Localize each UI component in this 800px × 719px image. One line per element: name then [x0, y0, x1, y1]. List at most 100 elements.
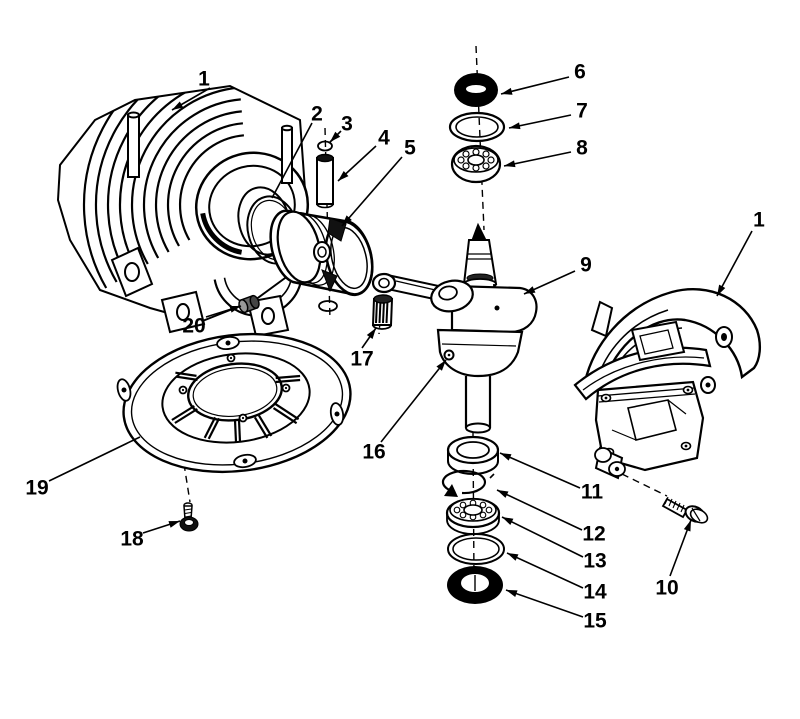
callout-plate-screw: 18 [120, 520, 181, 551]
leader-arrowhead-lower-oil-seal [506, 590, 518, 597]
leader-arrowhead-dowel-pin [229, 305, 241, 313]
leader-line-upper-bearing [503, 151, 572, 167]
callout-upper-oil-seal: 6 [500, 61, 586, 95]
bore-shadow [200, 212, 243, 255]
leader-arrowhead-check-ball [436, 360, 446, 371]
bolt-threads [664, 496, 685, 513]
callout-label-wrist-pin-circlip: 3 [341, 113, 353, 136]
snap-ring-drawing [441, 469, 495, 497]
upper-seal-drawing [454, 73, 498, 107]
leader-arrowhead-lower-bearing [502, 517, 514, 526]
leader-line-piston-rings [271, 122, 313, 199]
piston-shadow-bottom [321, 269, 338, 293]
callout-check-ball: 16 [362, 359, 447, 464]
leader-line-lower-oil-seal [505, 589, 584, 618]
callout-label-lower-oil-seal: 15 [583, 610, 607, 633]
callout-label-crankcase-half: 1 [753, 209, 765, 232]
leader-arrowhead-piston [342, 215, 352, 226]
leader-arrowhead-crankcase-half [717, 284, 726, 296]
leader-line-upper-oil-seal [500, 76, 570, 95]
needle-rollers [375, 300, 389, 324]
piston-shadow-top [327, 217, 347, 242]
snap-ring-tab [444, 484, 458, 497]
shroud-tab [590, 300, 614, 338]
leader-line-crankcase-half [716, 230, 753, 297]
callout-crankcase-half: 1 [716, 209, 765, 297]
callout-snap-ring: 12 [496, 489, 606, 546]
lower-bearing-drawing [445, 497, 501, 535]
callout-lower-oil-seal: 15 [505, 589, 607, 633]
wrist-pin-boss [313, 241, 331, 263]
shroud-band [573, 346, 712, 401]
plate-rim-tabs [116, 335, 345, 469]
callout-label-snap-ring: 12 [582, 523, 605, 546]
leader-line-lower-bearing [501, 516, 584, 558]
callout-lower-collar: 11 [499, 452, 603, 504]
crankcase-body [594, 380, 705, 472]
callout-crankshaft: 9 [523, 254, 592, 295]
leader-arrowhead-upper-bearing [504, 160, 516, 168]
bolt-centerline [621, 473, 668, 497]
callout-upper-o-ring: 7 [508, 100, 588, 130]
intake-flange [630, 320, 686, 362]
bottom-circlip [318, 300, 338, 312]
callout-label-upper-bearing: 8 [576, 137, 588, 160]
callout-label-needle-bearing-cage: 17 [350, 348, 373, 371]
callout-label-upper-o-ring: 7 [576, 100, 588, 123]
callout-label-crankshaft: 9 [580, 254, 592, 277]
bore-inner-rim [208, 164, 296, 248]
piston-drawing [269, 209, 374, 297]
callout-label-piston-rings: 2 [311, 103, 323, 126]
bolt-drawing [661, 496, 709, 524]
callout-label-cylinder-block: 1 [198, 68, 210, 91]
callout-wrist-pin-circlip: 3 [329, 113, 353, 143]
needle-cage-drawing [371, 294, 394, 330]
plate-rivets [178, 353, 291, 423]
leader-line-snap-ring [496, 489, 583, 531]
callout-cylinder-block: 1 [171, 68, 211, 111]
leader-arrowhead-snap-ring [497, 490, 509, 498]
crankcase-half-drawing [573, 288, 762, 480]
callout-lower-bearing: 13 [501, 516, 607, 573]
leader-arrowhead-crankshaft [524, 286, 536, 294]
leader-line-mounting-plate [48, 436, 141, 482]
callout-label-check-ball: 16 [362, 441, 385, 464]
leader-line-check-ball [380, 359, 447, 443]
callout-flange-bolt: 10 [655, 519, 692, 600]
leader-arrowhead-upper-o-ring [509, 122, 521, 130]
piston-pin-drawing [316, 153, 334, 209]
leader-line-lower-o-ring [506, 552, 584, 589]
callout-label-mounting-plate: 19 [25, 477, 48, 500]
callout-label-piston-pin: 4 [378, 127, 390, 150]
leader-arrowhead-lower-o-ring [507, 553, 519, 561]
callout-label-lower-o-ring: 14 [583, 581, 607, 604]
callout-label-lower-bearing: 13 [583, 550, 606, 573]
lower-seal-drawing [447, 566, 503, 604]
cylinder-block-drawing [56, 84, 310, 338]
callout-label-dowel-pin: 20 [182, 315, 205, 338]
block-mounting-ears [110, 246, 290, 338]
upper-bearing-drawing [450, 144, 502, 184]
lower-o-ring-drawing [447, 533, 505, 565]
bearing-balls [457, 148, 495, 172]
cylinder-studs [127, 111, 293, 184]
callout-piston-pin: 4 [337, 127, 390, 182]
callout-needle-bearing-cage: 17 [350, 327, 377, 371]
lower-collar-drawing [446, 435, 500, 475]
leader-arrowhead-needle-bearing-cage [366, 328, 376, 340]
upper-o-ring-drawing [448, 111, 506, 143]
leader-arrowhead-cylinder-block [172, 101, 184, 110]
crank-lower-shaft [464, 376, 492, 428]
callout-label-flange-bolt: 10 [655, 577, 678, 600]
top-circlip [317, 140, 333, 152]
check-ball-drawing [443, 349, 455, 361]
callout-mounting-plate: 19 [25, 436, 141, 500]
screw-centerline [183, 463, 191, 503]
leader-line-piston [341, 156, 403, 227]
rod-small-end [371, 272, 397, 294]
plate-spokes [171, 371, 301, 443]
dowel-pin-drawing [238, 294, 260, 314]
callout-label-plate-screw: 18 [120, 528, 144, 551]
